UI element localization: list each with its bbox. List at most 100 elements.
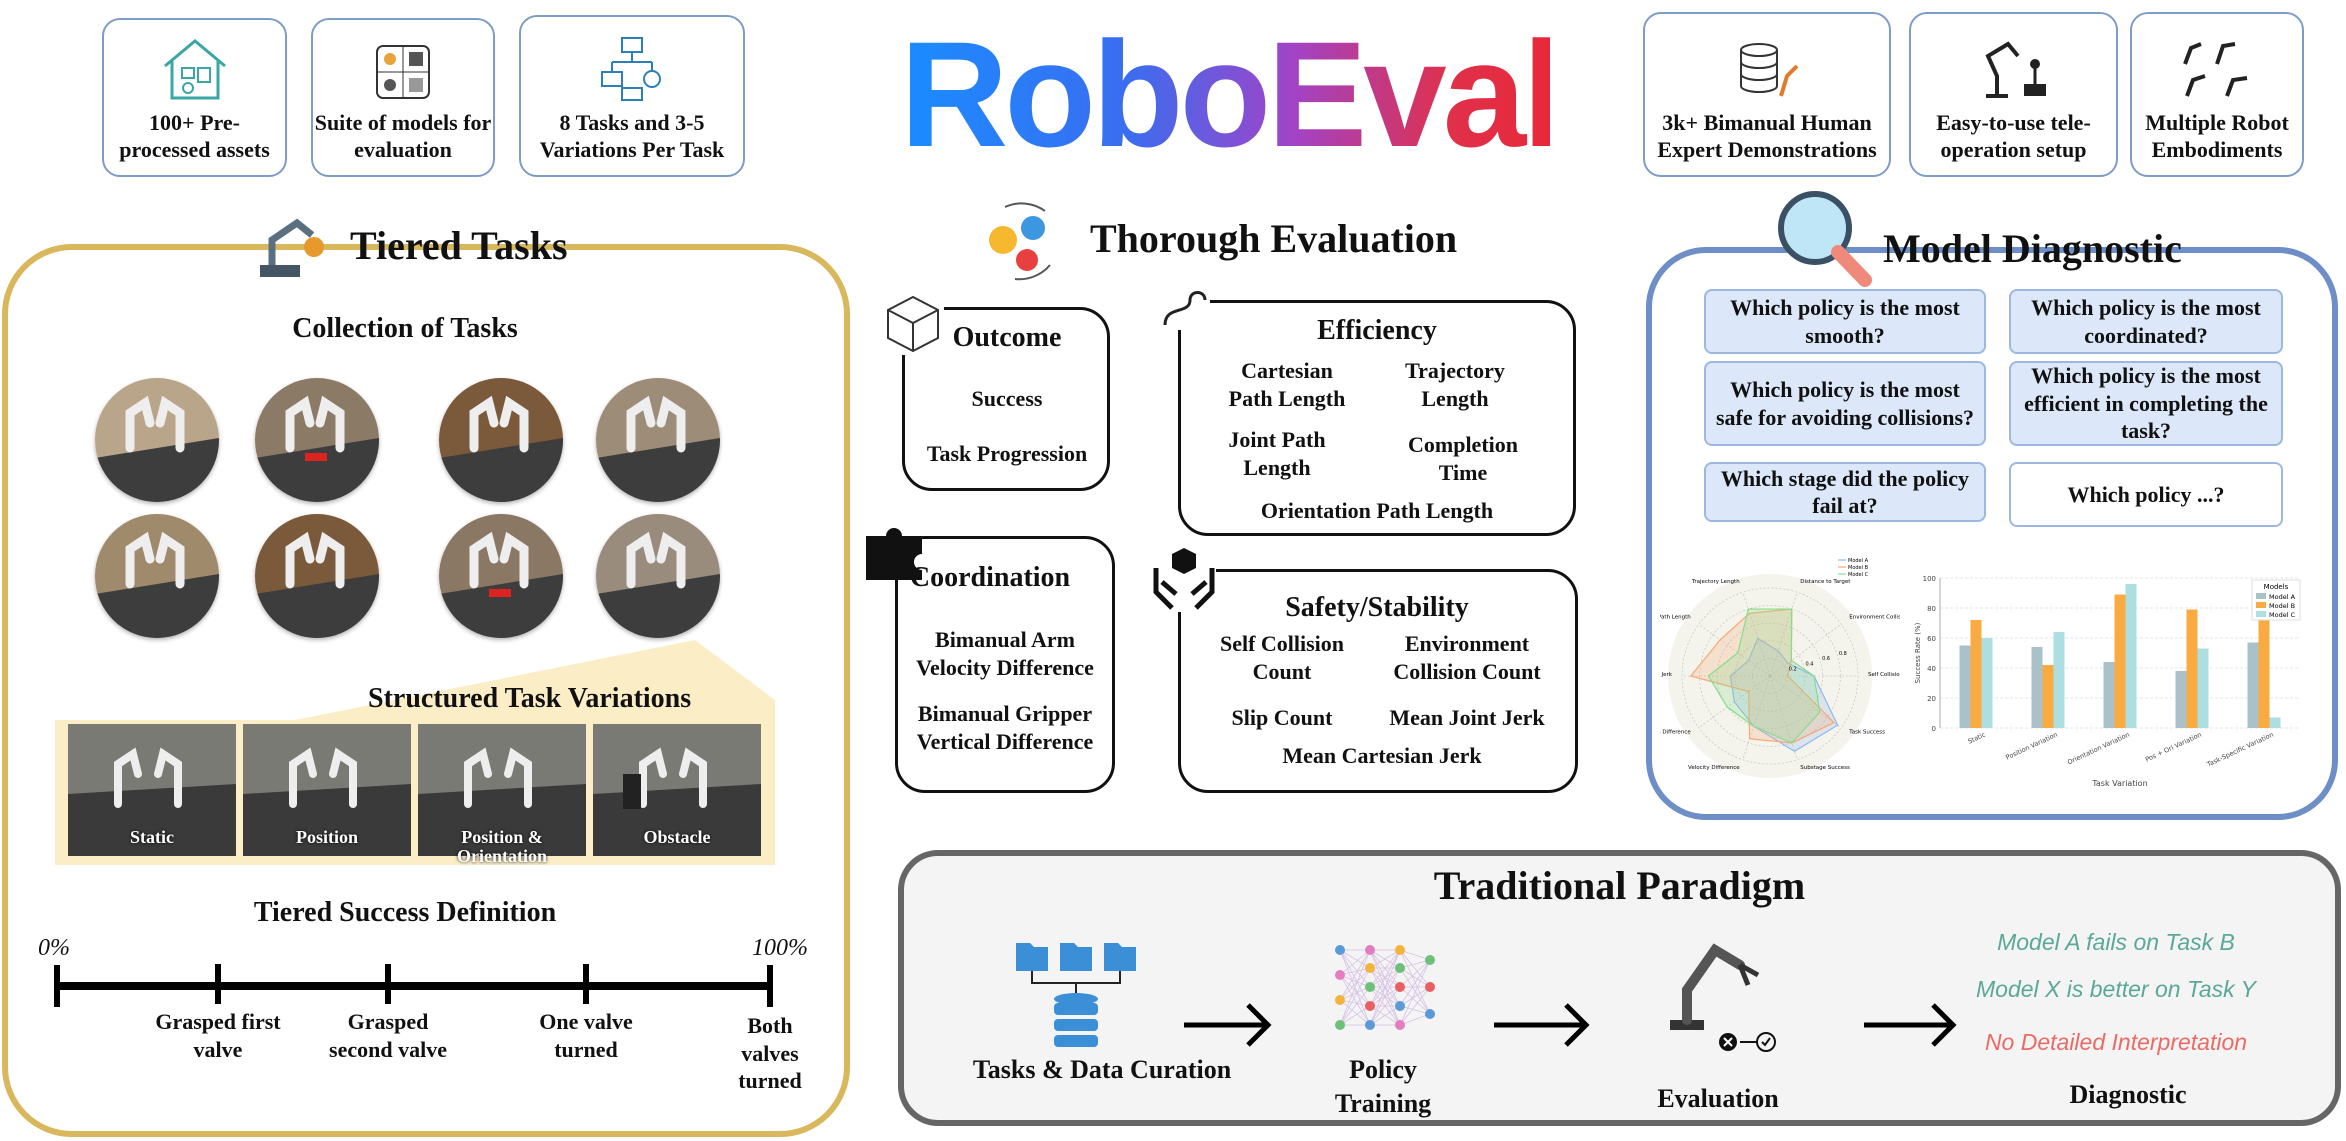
collection-title: Collection of Tasks — [292, 313, 518, 344]
badge-label: 8 Tasks and 3-5 Variations Per Task — [539, 110, 725, 162]
badge-assets: 100+ Pre-processed assets — [102, 18, 287, 177]
legend-label: Model C — [2269, 611, 2296, 619]
bar-model-a — [2247, 642, 2259, 728]
traditional-title: Traditional Paradigm — [1433, 863, 1806, 908]
x-tick-label: Static — [1967, 730, 1988, 745]
model-diagnostic-panel — [1646, 247, 2338, 820]
efficiency-item: Cartesian Path Length — [1228, 358, 1346, 411]
milestone-label: Grasped second valve — [329, 1009, 447, 1062]
bar-model-a — [2175, 671, 2187, 728]
legend-swatch — [2256, 611, 2266, 617]
question-coordinated: Which policy is the most coordinated? — [2009, 289, 2283, 354]
coordination-item: Bimanual Gripper Vertical Difference — [916, 701, 1094, 754]
bar-model-c — [1981, 638, 1993, 728]
bar-model-b — [2114, 594, 2126, 728]
task-thumbnail — [255, 378, 379, 502]
multi-robot-icon — [2183, 42, 2248, 97]
radar-axis-label: Trajectory Length — [1691, 579, 1740, 585]
question-other: Which policy ...? — [2009, 462, 2283, 527]
radar-series-model-c — [1707, 608, 1821, 744]
outcome-item: Task Progression — [926, 441, 1088, 466]
variation-image — [68, 724, 236, 856]
legend-label: Model C — [1848, 572, 1869, 578]
flow-arrow-icon — [1182, 1000, 1272, 1055]
traditional-paradigm-panel — [898, 850, 2341, 1126]
model-suite-icon — [376, 45, 430, 100]
neural-network-icon — [1335, 945, 1435, 1030]
diagnostic-result: Model A fails on Task B — [1997, 929, 2235, 955]
legend-label: Model A — [2269, 593, 2296, 601]
badge-label: Easy-to-use tele-operation setup — [1936, 110, 2091, 162]
task-thumbnail — [95, 378, 219, 502]
variation-label: Static — [130, 827, 174, 847]
house-assets-icon — [163, 39, 226, 100]
radar-tick-label: 0.4 — [1805, 661, 1813, 667]
efficiency-title: Efficiency — [1317, 315, 1437, 346]
bar-model-a — [1959, 645, 1971, 728]
question-stage: Which stage did the policy fail at? — [1704, 462, 1986, 522]
path-squiggle-icon — [1160, 285, 1210, 330]
radar-tick-label: 0.8 — [1839, 651, 1847, 657]
question-smooth: Which policy is the most smooth? — [1704, 289, 1986, 354]
question-safe: Which policy is the most safe for avoidi… — [1704, 361, 1986, 446]
safety-title: Safety/Stability — [1285, 592, 1469, 623]
safety-box — [1178, 569, 1578, 793]
hands-box-icon — [1152, 548, 1216, 612]
y-axis-label: Success Rate (%) — [1914, 622, 1922, 683]
legend-swatch — [2256, 593, 2266, 599]
radar-axis-label: Environment Collisions — [1849, 614, 1900, 620]
variation-image — [243, 724, 411, 856]
timeline-tick — [583, 964, 589, 1004]
roboeval-title: RoboEval — [900, 8, 1564, 181]
timeline-tick — [385, 964, 391, 1004]
radar-axis-label: Task Success — [1848, 730, 1885, 736]
radar-axis-label: Substage Success — [1800, 765, 1850, 771]
x-tick-label: Orientation Variation — [2066, 731, 2131, 767]
task-thumbnail — [596, 378, 720, 502]
x-axis-label: Task Variation — [2091, 779, 2147, 788]
milestone-label: Both valves turned — [738, 1013, 802, 1093]
variation-label: Position & Orientation — [457, 827, 547, 866]
radar-axis-label: Velocity Difference — [1688, 765, 1740, 771]
efficiency-item: Joint Path Length — [1228, 427, 1326, 480]
bar-model-b — [2258, 590, 2270, 728]
badge-models: Suite of models for evaluation — [311, 18, 495, 177]
variation-label: Position — [295, 827, 358, 847]
diagnostic-result: No Detailed Interpretation — [1984, 1029, 2248, 1055]
teleop-joystick-icon — [1984, 41, 2046, 99]
safety-item: Mean Cartesian Jerk — [1282, 743, 1482, 768]
timeline-tick — [215, 964, 221, 1004]
database-robot-icon — [1740, 43, 1799, 97]
bar-model-b — [2042, 665, 2054, 728]
task-thumbnail — [95, 514, 219, 638]
radar-axis-label: Self Collisions — [1868, 672, 1900, 678]
variations-title: Structured Task Variations — [368, 683, 692, 714]
legend-swatch — [2256, 602, 2266, 608]
bar-model-c — [2125, 584, 2137, 728]
radar-tick-label: 0.6 — [1822, 656, 1830, 662]
radar-axis-label: Vertical Position Difference — [1660, 730, 1691, 736]
magnifier-icon — [1778, 191, 1872, 287]
coordination-title: Coordination — [909, 562, 1071, 593]
y-tick-label: 100 — [1923, 575, 1936, 583]
legend-title: Models — [2264, 583, 2289, 591]
bar-model-b — [1970, 620, 1982, 728]
radar-axis-label: Cartesian/Joint Jerk — [1660, 672, 1673, 678]
badge-label: Multiple Robot Embodiments — [2145, 110, 2289, 162]
variation-label: Obstacle — [643, 827, 711, 847]
badge-teleop: Easy-to-use tele-operation setup — [1909, 12, 2118, 177]
flow-arrow-icon — [1492, 1000, 1590, 1055]
y-tick-label: 40 — [1927, 665, 1936, 673]
safety-item: Mean Joint Jerk — [1389, 705, 1545, 730]
radar-tick-label: 0.2 — [1789, 667, 1797, 673]
flow-arrow-icon — [1862, 1000, 1957, 1055]
badge-label: 3k+ Bimanual Human Expert Demonstrations — [1657, 110, 1877, 162]
puzzle-icon — [866, 528, 922, 580]
legend-label: Model A — [1848, 558, 1869, 564]
tiered-tasks-title: Tiered Tasks — [350, 223, 568, 268]
task-thumbnail — [596, 514, 720, 638]
step-label: Diagnostic — [2069, 1080, 2187, 1109]
step-label: Policy Training — [1334, 1055, 1432, 1118]
